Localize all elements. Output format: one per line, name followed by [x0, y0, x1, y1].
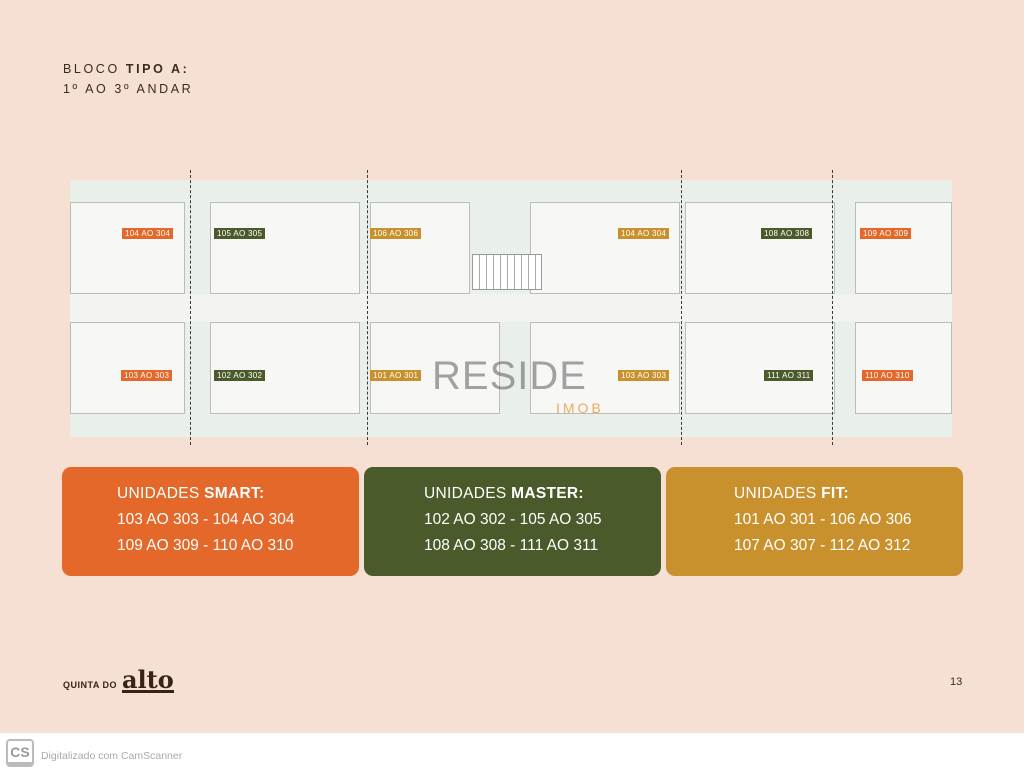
- unit-tag: 111 AO 311: [764, 370, 814, 381]
- floor-plan: 104 AO 304 105 AO 305 106 AO 306 104 AO …: [70, 180, 952, 437]
- unit-tag: 108 AO 308: [761, 228, 813, 239]
- legend-master: UNIDADES MASTER: 102 AO 302 - 105 AO 305…: [364, 467, 661, 576]
- page-number: 13: [950, 676, 963, 688]
- block-title: BLOCO TIPO A:: [63, 62, 190, 76]
- unit-tag: 104 AO 304: [122, 228, 174, 239]
- stairs: [472, 254, 542, 290]
- corridor: [70, 294, 952, 322]
- unit-tag: 106 AO 306: [370, 228, 422, 239]
- unit-tag: 109 AO 309: [860, 228, 912, 239]
- watermark-sub: IMOB: [556, 400, 604, 416]
- unit-tag: 104 AO 304: [618, 228, 670, 239]
- unit-tag: 103 AO 303: [121, 370, 173, 381]
- watermark-logo: RESIDE: [432, 354, 587, 398]
- unit-tag: 102 AO 302: [214, 370, 266, 381]
- unit-tag: 101 AO 301: [370, 370, 422, 381]
- unit-tag: 110 AO 310: [862, 370, 913, 381]
- unit-tag: 103 AO 303: [618, 370, 670, 381]
- brochure-page: BLOCO TIPO A: 1º AO 3º ANDAR 104 AO 304 …: [0, 0, 1024, 733]
- scanner-caption: Digitalizado com CamScanner: [41, 750, 183, 762]
- floor-range: 1º AO 3º ANDAR: [63, 82, 194, 96]
- unit-tag: 105 AO 305: [214, 228, 266, 239]
- camscanner-icon: CS: [6, 739, 34, 767]
